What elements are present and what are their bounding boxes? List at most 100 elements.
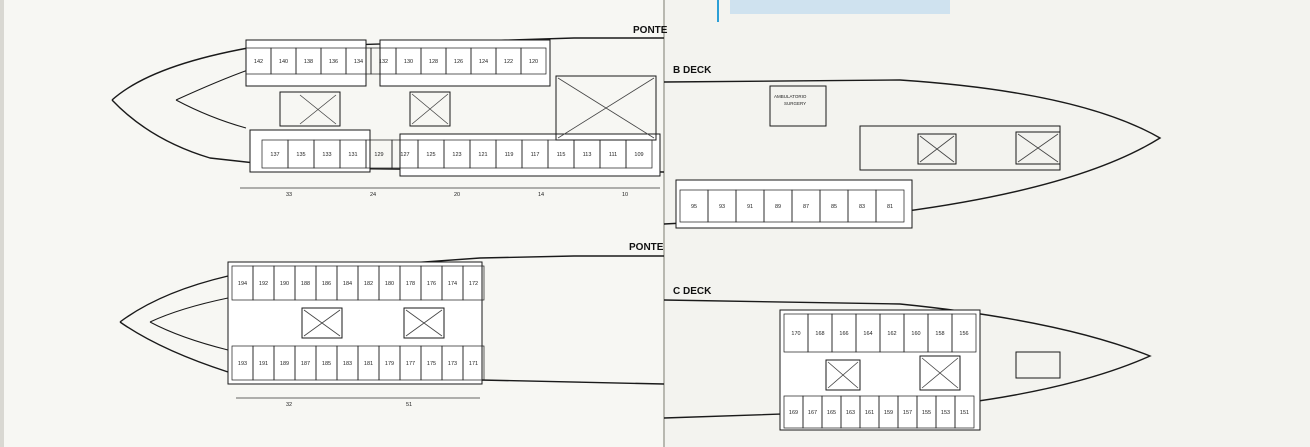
cabin-number: 131 <box>348 152 357 158</box>
cabin-number: 160 <box>911 331 920 337</box>
cabin-number: 121 <box>478 152 487 158</box>
berth-count: 32 <box>286 402 292 408</box>
cabin-number: 115 <box>557 152 566 158</box>
cabin-number: 95 <box>691 204 697 210</box>
cabin-number: 135 <box>296 152 305 158</box>
cabin-number: 174 <box>448 281 457 287</box>
cabin-number: 188 <box>301 281 310 287</box>
upper-left-title: PONTE <box>633 25 668 36</box>
cabin-number: 189 <box>280 361 289 367</box>
cabin-number: 132 <box>379 59 388 65</box>
cabin-number: 136 <box>329 59 338 65</box>
cabin-number: 178 <box>406 281 415 287</box>
cabin-outline <box>875 189 905 223</box>
berth-count: 20 <box>454 192 460 198</box>
cabin-number: 87 <box>803 204 809 210</box>
cabin-number: 173 <box>448 361 457 367</box>
cabin-number: 180 <box>385 281 394 287</box>
cabin-number: 138 <box>304 59 313 65</box>
cabin-number: 134 <box>354 59 363 65</box>
cabin-number: 177 <box>406 361 415 367</box>
cabin-number: 119 <box>505 152 514 158</box>
cabin-number: 185 <box>322 361 331 367</box>
cabin-outline <box>951 313 977 353</box>
cabin-number: 93 <box>719 204 725 210</box>
cabin-number: 133 <box>322 152 331 158</box>
cabin-number: 155 <box>922 410 931 416</box>
cabin-number: 91 <box>747 204 753 210</box>
lower-right-hull <box>663 299 1152 419</box>
cabin-number: 172 <box>469 281 478 287</box>
lower-left-title: PONTE <box>629 242 664 253</box>
cabin-number: 176 <box>427 281 436 287</box>
cabin-outline <box>520 47 547 75</box>
cabin-number: 161 <box>865 410 874 416</box>
cabin-number: 186 <box>322 281 331 287</box>
cabin-number: 169 <box>789 410 798 416</box>
cabin-number: 85 <box>831 204 837 210</box>
cabin-number: 122 <box>504 59 513 65</box>
surgery-sub-label: SURGERY <box>784 101 806 106</box>
cabin-outline <box>625 139 653 169</box>
cabin-number: 164 <box>863 331 872 337</box>
cabin-number: 190 <box>280 281 289 287</box>
cabin-number: 193 <box>238 361 247 367</box>
upper-right-hull <box>663 79 1162 225</box>
cabin-number: 184 <box>343 281 352 287</box>
cabin-number: 170 <box>791 331 800 337</box>
cabin-number: 83 <box>859 204 865 210</box>
cabin-outline <box>462 345 485 381</box>
cabin-number: 142 <box>254 59 263 65</box>
cabin-number: 124 <box>479 59 488 65</box>
cabin-number: 175 <box>427 361 436 367</box>
cabin-number: 168 <box>815 331 824 337</box>
cabin-number: 165 <box>827 410 836 416</box>
cabin-number: 153 <box>941 410 950 416</box>
cabin-number: 81 <box>887 204 893 210</box>
cabin-number: 140 <box>279 59 288 65</box>
berth-count: 14 <box>538 192 544 198</box>
berth-count: 51 <box>406 402 412 408</box>
cabin-number: 167 <box>808 410 817 416</box>
cabin-number: 123 <box>452 152 461 158</box>
cabin-number: 113 <box>583 152 592 158</box>
cabin-number: 151 <box>960 410 969 416</box>
cabin-number: 163 <box>846 410 855 416</box>
cabin-number: 129 <box>374 152 383 158</box>
cabin-number: 117 <box>531 152 540 158</box>
berth-count: 24 <box>370 192 376 198</box>
cabin-number: 157 <box>903 410 912 416</box>
cabin-number: 181 <box>364 361 373 367</box>
cabin-number: 194 <box>238 281 247 287</box>
cabin-outline <box>462 265 485 301</box>
berth-count: 33 <box>286 192 292 198</box>
cabin-number: 179 <box>385 361 394 367</box>
cabin-number: 171 <box>469 361 478 367</box>
cabin-number: 191 <box>259 361 268 367</box>
cabin-number: 159 <box>884 410 893 416</box>
cabin-number: 120 <box>529 59 538 65</box>
cabin-number: 125 <box>426 152 435 158</box>
blue-tint-strip <box>730 0 950 14</box>
cabin-number: 89 <box>775 204 781 210</box>
cabin-number: 166 <box>839 331 848 337</box>
cabin-number: 158 <box>935 331 944 337</box>
cabin-outline <box>954 395 975 429</box>
cabin-number: 128 <box>429 59 438 65</box>
cabin-number: 162 <box>887 331 896 337</box>
surgery-label: AMBULATORIO <box>774 94 807 99</box>
lower-right-title: C DECK <box>673 286 712 297</box>
cabin-number: 187 <box>301 361 310 367</box>
cabin-number: 126 <box>454 59 463 65</box>
berth-count: 10 <box>622 192 628 198</box>
cabin-number: 130 <box>404 59 413 65</box>
cabin-number: 182 <box>364 281 373 287</box>
upper-right-title: B DECK <box>673 65 712 76</box>
cabin-number: 156 <box>959 331 968 337</box>
cabin-number: 192 <box>259 281 268 287</box>
cabin-number: 183 <box>343 361 352 367</box>
cabin-number: 109 <box>634 152 643 158</box>
cabin-number: 111 <box>609 152 617 158</box>
